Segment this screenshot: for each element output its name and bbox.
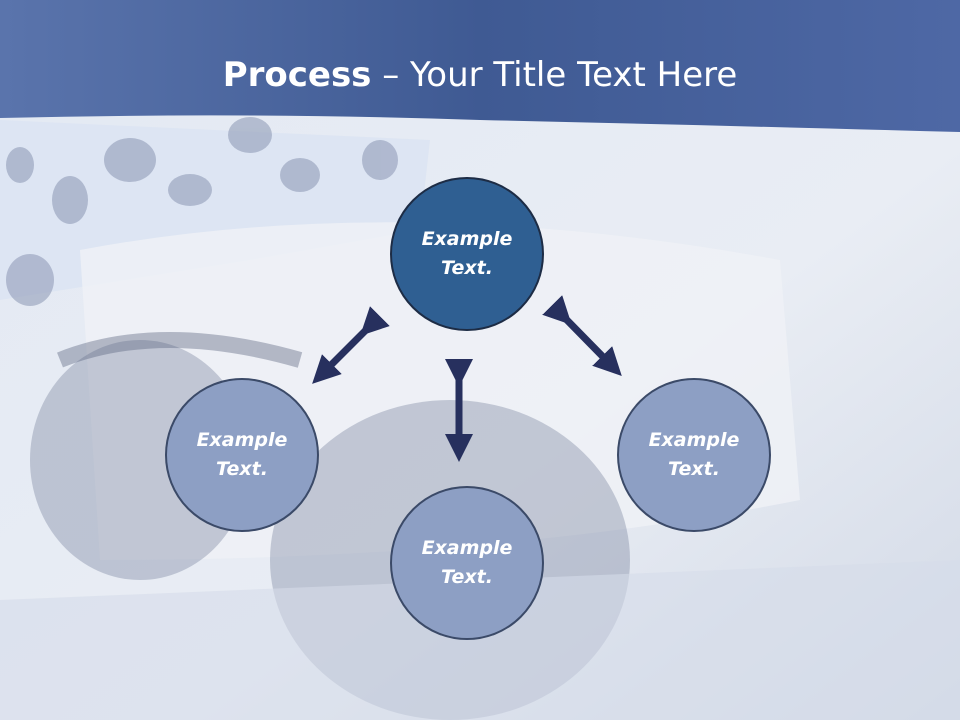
title-strong: Process <box>222 55 372 95</box>
process-node-bottom: Example Text. <box>390 486 544 640</box>
node-bottom-label: Example Text. <box>421 537 513 588</box>
process-node-right: Example Text. <box>617 378 771 532</box>
process-node-center: Example Text. <box>390 177 544 331</box>
process-node-left: Example Text. <box>165 378 319 532</box>
slide-title: Process – Your Title Text Here <box>0 50 960 100</box>
node-center-label: Example Text. <box>421 228 513 279</box>
title-rest: – Your Title Text Here <box>371 55 738 95</box>
node-left-label: Example Text. <box>196 429 288 480</box>
node-right-label: Example Text. <box>648 429 740 480</box>
